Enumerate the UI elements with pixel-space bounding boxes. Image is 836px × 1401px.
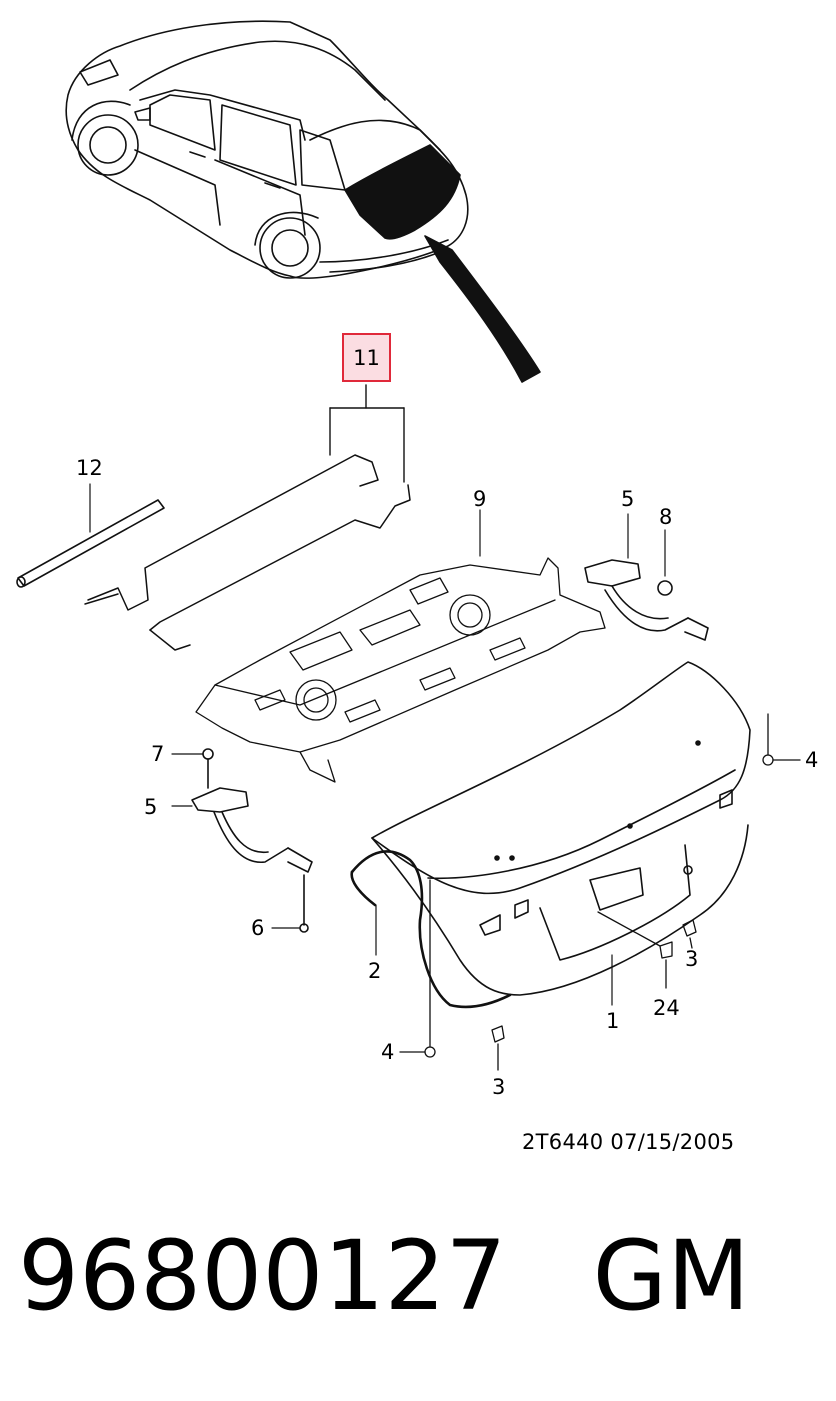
part-9-rear-panel <box>195 509 606 783</box>
fasteners <box>375 713 801 1071</box>
callout-11-label: 11 <box>353 345 380 370</box>
callout-4-right[interactable]: 4 <box>805 748 819 772</box>
callout-11-highlight[interactable]: 11 <box>342 333 391 382</box>
callout-4-bottom[interactable]: 4 <box>381 1040 395 1064</box>
callout-8[interactable]: 8 <box>659 505 673 529</box>
brand-label: GM <box>592 1220 750 1332</box>
callout-6[interactable]: 6 <box>251 916 265 940</box>
part-6-screw <box>271 874 309 933</box>
callout-11-bracket <box>329 384 405 483</box>
callout-9[interactable]: 9 <box>473 487 487 511</box>
part-number: 96800127 <box>18 1220 507 1332</box>
car-illustration <box>65 20 541 383</box>
part-7-bolt <box>171 748 214 789</box>
part-12-rod <box>16 483 165 588</box>
callout-24[interactable]: 24 <box>653 996 680 1020</box>
callout-5-left[interactable]: 5 <box>144 795 158 819</box>
diagram-document-code: 2T6440 07/15/2005 <box>522 1130 735 1154</box>
callout-7[interactable]: 7 <box>151 742 165 766</box>
callout-3-right[interactable]: 3 <box>685 947 699 971</box>
callout-2[interactable]: 2 <box>368 959 382 983</box>
part-11-torsion-bars <box>84 454 411 651</box>
part-2-weatherstrip <box>350 850 512 1009</box>
callout-3-bottom[interactable]: 3 <box>492 1075 506 1099</box>
part-5-right-hinge <box>584 513 709 641</box>
callout-1[interactable]: 1 <box>606 1009 620 1033</box>
callout-5-right[interactable]: 5 <box>621 487 635 511</box>
part-1-trunk-lid <box>371 661 751 996</box>
part-5-left-hinge <box>171 787 313 873</box>
callout-12[interactable]: 12 <box>76 456 103 480</box>
